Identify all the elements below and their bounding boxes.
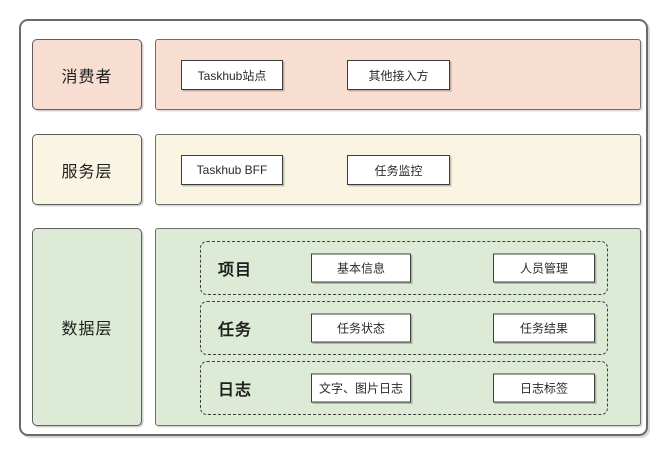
group-task: 任务 任务状态 任务结果 <box>200 301 608 355</box>
layer-label-service: 服务层 <box>32 134 142 205</box>
node-basic-info: 基本信息 <box>311 253 411 283</box>
group-log: 日志 文字、图片日志 日志标签 <box>200 361 608 415</box>
node-task-status-text: 任务状态 <box>336 321 385 336</box>
layer-label-data-text: 数据层 <box>61 321 113 338</box>
group-log-label: 日志 <box>218 382 253 399</box>
layer-container-consumer: Taskhub站点 其他接入方 <box>155 39 641 110</box>
layer-label-service-text: 服务层 <box>61 163 113 181</box>
group-project: 项目 基本信息 人员管理 <box>200 241 608 295</box>
node-task-result-text: 任务结果 <box>519 321 568 336</box>
node-personnel-management-text: 人员管理 <box>519 261 568 276</box>
node-taskhub-bff: Taskhub BFF <box>181 155 283 185</box>
node-other-access: 其他接入方 <box>347 60 450 90</box>
layer-container-service: Taskhub BFF 任务监控 <box>155 134 641 205</box>
layer-label-data: 数据层 <box>32 228 142 426</box>
node-text-image-log-text: 文字、图片日志 <box>318 381 403 396</box>
node-other-access-text: 其他接入方 <box>368 68 429 83</box>
node-personnel-management: 人员管理 <box>493 253 595 283</box>
node-log-tag-text: 日志标签 <box>519 381 568 396</box>
outer-frame: 消费者 Taskhub站点 其他接入方 服务层 Taskhub BFF 任务监控… <box>19 19 648 436</box>
node-task-monitor-text: 任务监控 <box>374 163 423 178</box>
layer-label-consumer: 消费者 <box>32 39 142 110</box>
node-taskhub-bff-text: Taskhub BFF <box>196 163 268 177</box>
layer-container-data: 项目 基本信息 人员管理 任务 任务状态 任务结果 日志 <box>155 228 641 426</box>
node-task-result: 任务结果 <box>493 313 595 343</box>
layer-label-consumer-text: 消费者 <box>61 68 113 86</box>
node-task-monitor: 任务监控 <box>347 155 450 185</box>
group-project-label: 项目 <box>218 262 253 279</box>
node-taskhub-site-text: Taskhub站点 <box>197 68 267 83</box>
node-log-tag: 日志标签 <box>493 373 595 403</box>
node-task-status: 任务状态 <box>311 313 411 343</box>
node-text-image-log: 文字、图片日志 <box>311 373 411 403</box>
node-basic-info-text: 基本信息 <box>336 261 385 276</box>
node-taskhub-site: Taskhub站点 <box>181 60 283 90</box>
group-task-label: 任务 <box>218 322 253 339</box>
